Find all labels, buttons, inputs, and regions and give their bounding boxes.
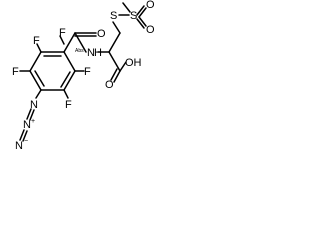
atom-f-mid-left: F [12,66,19,78]
atom-f-top-right: F [59,27,66,39]
bond-azide-n1-n2-double [29,109,35,121]
atom-o-sulfonyl-2: O [146,24,155,36]
atom-o-carbonyl-amide: O [97,28,106,40]
ring-double-bond-right [60,71,71,88]
bond-ch2-to-s [112,21,121,34]
bond-to-f-top-right [59,35,65,45]
chemical-structure-diagram: Abs F F F F F N H O O OH S S O O N N + N… [12,0,155,152]
atom-n-azide-plus: N [23,119,31,131]
atom-h-amide: H [94,47,102,59]
bond-s-to-o2-double [138,16,147,27]
stereo-abs-label: Abs [75,48,84,54]
ring-double-bond-left [34,70,45,87]
atom-f-mid-right: F [84,66,91,78]
bond-carbonyl-to-n [74,32,87,53]
atom-f-top-left: F [33,35,40,47]
bond-ring-to-f-top-left [36,43,42,53]
ring-bond-upper-left [29,51,42,72]
bond-alpha-to-ch2 [108,32,121,53]
plus-sign: + [31,118,35,125]
ring-bond-lower-right [63,70,76,91]
bond-s-to-o2 [136,18,145,29]
bond-alpha-to-acid-c [108,51,121,72]
ring-bond-upper-right [63,51,76,72]
bond-acid-c-o-double [113,70,121,83]
bond-ring-to-f-bot-right [63,89,69,99]
atom-n-azide: N [30,99,38,111]
atom-oh-acid: OH [125,57,142,69]
ring-bond-lower-left [29,70,42,91]
minus-sign: − [24,138,28,145]
bond-acid-c-oh [119,61,127,72]
bond-azide-n2-n3 [19,129,25,141]
atom-o-acid-carbonyl: O [105,79,114,91]
bond-acid-c-o-double-inner [110,68,118,81]
bond-ring-to-n-azide [35,89,42,99]
bond-azide-n1-n2 [26,108,32,120]
atom-n-azide-minus: N [15,140,23,152]
atom-s-thio: S [110,10,117,22]
benzene-ring [29,51,76,91]
atom-o-sulfonyl-1: O [146,0,155,11]
bond-ring-to-carbonyl [63,32,76,53]
bond-s-to-methyl [122,2,131,13]
atom-s-sulfonyl: S [130,10,137,22]
atom-f-bot-right: F [65,99,72,111]
bond-s-to-o1-double [138,7,147,18]
atom-n-amide: N [87,47,95,59]
bond-s-to-o1 [136,5,145,16]
bond-azide-n2-n3-double [22,130,28,142]
